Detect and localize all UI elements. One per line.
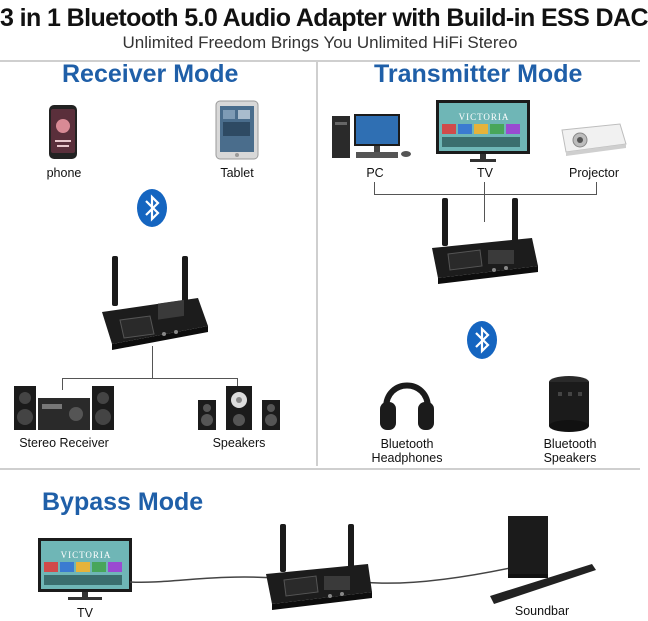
stereo-receiver-icon [14,386,114,430]
page-subtitle: Unlimited Freedom Brings You Unlimited H… [122,33,518,52]
connector-line [62,378,238,379]
audio-adapter-device [432,198,538,284]
tv-label: TV [477,166,493,180]
tv-screen-text: VICTORIA [459,112,510,122]
connector-line [484,194,485,222]
bt-headphones-label: Bluetooth Headphones [371,437,443,465]
connector-line [374,194,597,195]
receiver-mode-title: Receiver Mode [62,60,239,88]
tv-icon: VICTORIA [436,100,530,162]
audio-cable [129,576,277,584]
bluetooth-icon [137,189,167,227]
pc-label: PC [366,166,384,180]
projector-label: Projector [568,166,620,180]
bt-speakers-label: Bluetooth Speakers [543,437,597,465]
bluetooth-icon [467,321,497,359]
center-divider [316,62,318,466]
transmitter-mode-title: Transmitter Mode [374,60,583,88]
tv-icon: VICTORIA [38,538,132,600]
phone-icon [49,105,77,159]
projector-icon [561,123,627,156]
bypass-mode-title: Bypass Mode [42,488,204,516]
connector-line [62,378,63,390]
speakers-label: Speakers [212,436,266,450]
audio-cable [361,567,511,584]
pc-icon [332,114,411,158]
connector-line [237,378,238,388]
bluetooth-speaker-icon [549,376,589,432]
bypass-divider [0,468,640,470]
connector-line [374,182,375,194]
audio-adapter-device [266,524,372,610]
connector-line [484,182,485,194]
headphones-icon [380,382,434,430]
page-title: 3 in 1 Bluetooth 5.0 Audio Adapter with … [0,4,648,32]
tablet-icon [215,100,259,160]
phone-label: phone [46,166,82,180]
tv-screen-text: VICTORIA [61,550,112,560]
stereo-receiver-label: Stereo Receiver [19,436,109,450]
audio-adapter-device [102,256,208,350]
speakers-icon [198,386,280,430]
bypass-tv-label: TV [77,606,93,620]
top-divider [0,60,640,62]
tablet-label: Tablet [220,166,254,180]
connector-line [596,182,597,194]
connector-line [152,346,153,378]
soundbar-label: Soundbar [514,604,570,618]
soundbar-icon [490,516,596,604]
